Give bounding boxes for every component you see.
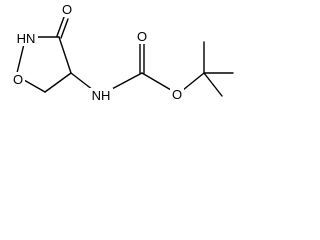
bond-c3-ketone-o-a: [56, 16, 65, 37]
bond-c3-ketone-o-b: [60, 18, 69, 39]
bond-c5-o-ring: [23, 79, 46, 93]
carbonyl-o-label: O: [137, 29, 147, 44]
bond-c4-c5: [44, 72, 72, 93]
ring-o-label-bg: [12, 72, 25, 87]
bond-c4-nh: [70, 72, 94, 91]
ring-nh-label: HN: [17, 31, 36, 46]
bond-nh-carbonyl-c: [109, 72, 143, 91]
bond-c3-c4: [58, 36, 72, 74]
ester-o-label-bg: [170, 87, 184, 102]
carbonyl-o-label-bg: [135, 29, 148, 44]
structure-diagram: HN O O NH O O: [12, 2, 234, 103]
carbamate-nh-label: NH: [92, 88, 111, 103]
ring-nh-label-bg: [14, 31, 38, 46]
ring-o-label: O: [13, 72, 23, 87]
ketone-o-label-bg: [61, 2, 74, 17]
bond-nh-o-ring: [16, 43, 25, 74]
ketone-o-label: O: [62, 2, 72, 17]
ester-o-label: O: [172, 87, 182, 102]
bond-quaternary-c-methyl-down: [203, 72, 223, 97]
bond-carbonyl-ester-o: [141, 72, 172, 91]
bond-ester-o-quaternary-c: [182, 72, 205, 91]
carbamate-nh-label-bg: [89, 88, 113, 103]
